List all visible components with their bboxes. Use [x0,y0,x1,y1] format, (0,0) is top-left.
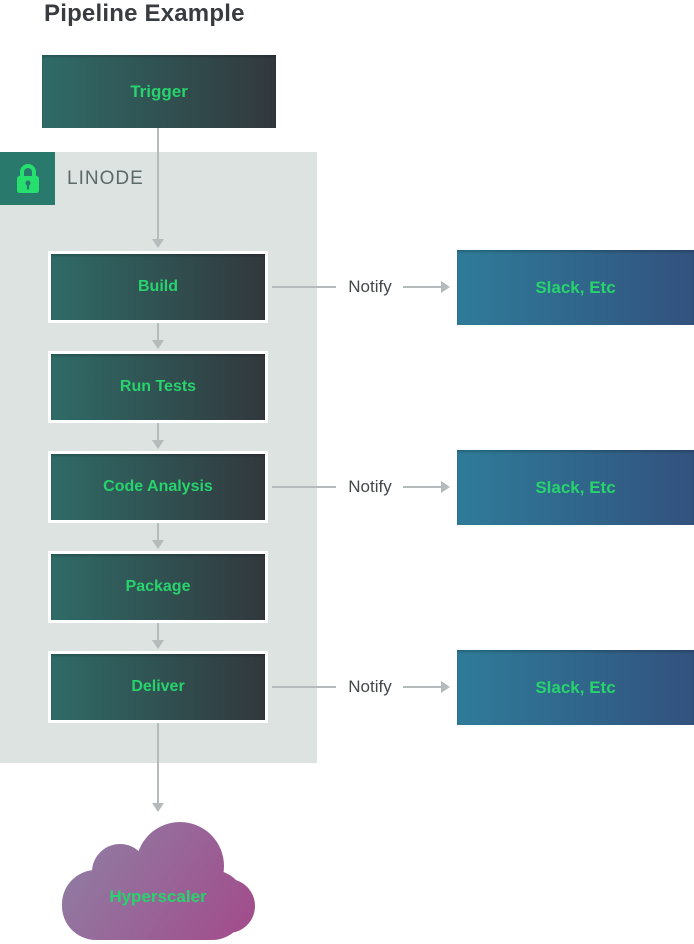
notify-arrow-build-head [441,281,450,293]
node-deliver: Deliver [48,651,268,723]
slack-label: Slack, Etc [535,677,616,697]
arrow-codeanalysis-package [157,523,159,540]
notify-arrow-codeanalysis [403,486,441,488]
node-build: Build [48,251,268,323]
node-package: Package [48,551,268,623]
notify-arrow-codeanalysis-head [441,481,450,493]
slack-label: Slack, Etc [535,277,616,297]
step-label: Package [125,578,191,595]
arrow-codeanalysis-package-head [152,540,164,549]
node-slack-1: Slack, Etc [457,250,694,325]
arrow-runtests-codeanalysis [157,423,159,440]
notify-line-deliver [272,686,336,688]
arrow-trigger-build-head [152,239,164,248]
arrow-runtests-codeanalysis-head [152,440,164,449]
cloud-label: Hyperscaler [109,887,207,906]
trigger-label: Trigger [130,81,188,101]
node-trigger: Trigger [42,55,276,128]
slack-label: Slack, Etc [535,477,616,497]
notify-label: Notify [348,677,392,696]
node-run-tests: Run Tests [48,351,268,423]
node-slack-3: Slack, Etc [457,650,694,725]
notify-line-codeanalysis [272,486,336,488]
step-label: Code Analysis [103,478,213,495]
arrow-trigger-build [157,128,159,239]
notify-line-build [272,286,336,288]
notify-arrow-build [403,286,441,288]
node-slack-2: Slack, Etc [457,450,694,525]
cloud-shape [62,822,255,940]
notify-arrow-deliver-head [441,681,450,693]
step-label: Build [138,278,178,295]
arrow-build-runtests [157,323,159,340]
notify-label: Notify [348,277,392,296]
node-code-analysis: Code Analysis [48,451,268,523]
notify-arrow-deliver [403,686,441,688]
page-title: Pipeline Example [44,0,245,27]
arrow-package-deliver [157,623,159,640]
linode-label: LINODE [67,168,144,189]
step-label: Run Tests [119,378,197,395]
lock-icon [16,163,39,193]
arrow-deliver-cloud-head [152,803,164,812]
step-label: Deliver [131,678,185,695]
arrow-build-runtests-head [152,340,164,349]
arrow-package-deliver-head [152,640,164,649]
notify-label: Notify [348,477,392,496]
lock-badge [0,152,55,205]
arrow-deliver-cloud [157,723,159,803]
